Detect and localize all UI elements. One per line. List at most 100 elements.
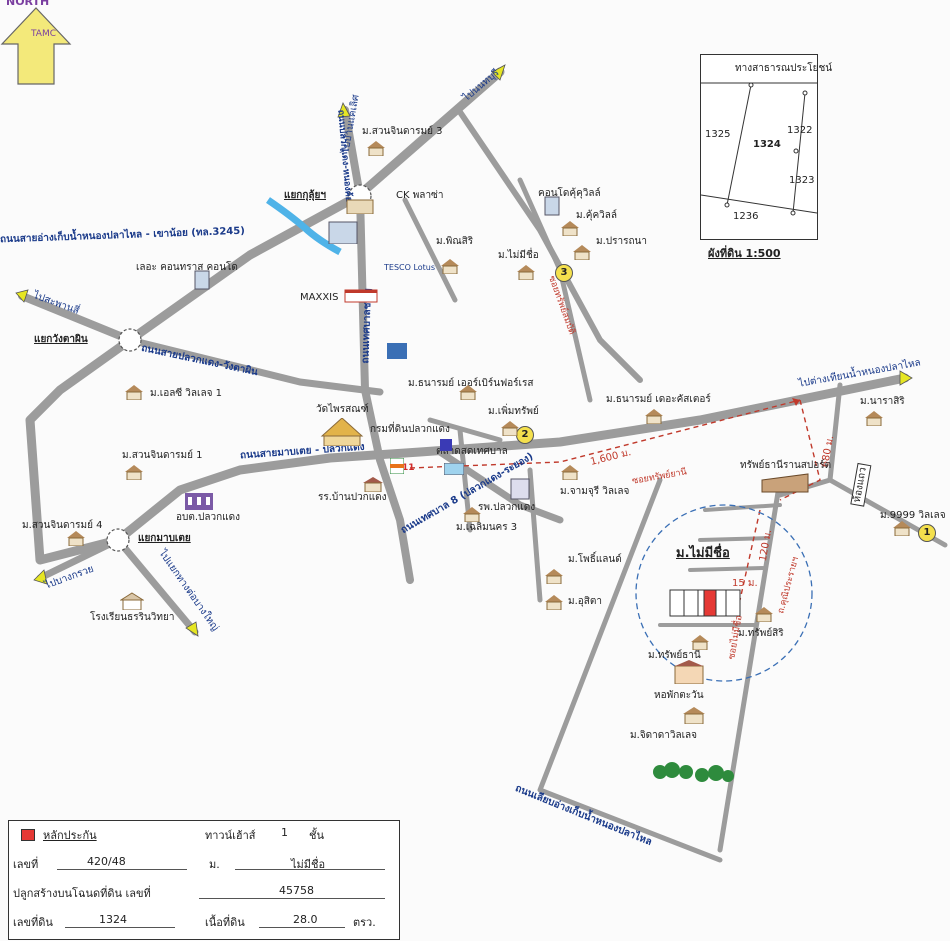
house-icon (124, 464, 144, 481)
road-tessaban8 (436, 448, 564, 524)
house-icon (544, 594, 564, 611)
place-market: ตลาดสดเทศบาล (436, 446, 508, 457)
house-icon (366, 140, 386, 157)
north-label: NORTH (6, 0, 50, 8)
place-school-pluak: รร.บ้านปวกแดง (318, 492, 387, 503)
place-ban-prarana: ม.ปรารถนา (596, 236, 647, 247)
junction-label-kuayin: แยกกุลุ้ยฯ (284, 190, 327, 201)
school-icon (362, 476, 384, 493)
route-line-1600 (409, 399, 801, 469)
plot-neighbor-1322: 1322 (787, 125, 813, 136)
floors: 1 (281, 826, 288, 839)
place-wat-phrai: วัดไพรสณฑ์ (316, 404, 369, 415)
place-ban-kuku: ม.คุ้ควิลล์ (576, 210, 618, 221)
school-icon (119, 592, 145, 611)
parcel-label: เลขที่ดิน (13, 916, 53, 929)
place-ban-thanaram: ม.ธนารมย์ เออร์เบิร์นฟอร์เรส (408, 378, 534, 389)
plot-subject: 1324 (753, 139, 781, 150)
legend-swatch (21, 829, 35, 841)
distance-15: 15 ม. (732, 578, 758, 589)
area-unit: ตรว. (353, 916, 376, 929)
area: 28.0 (293, 913, 318, 926)
road-wang (126, 336, 384, 396)
place-ban-permsap: ม.เพิ่มทรัพย์ (488, 406, 539, 417)
place-ban-lch: ม.เอลซี วิลเลจ 1 (150, 388, 222, 399)
road-mab-southwest (36, 536, 122, 582)
deed-label: ปลูกสร้างบนโฉนดที่ดิน เลขที่ (13, 887, 151, 900)
road-small-3 (527, 467, 543, 603)
plot-road-label: ทางสาธารณประโยชน์ (735, 63, 833, 74)
place-maxxis: MAXXIS (300, 292, 339, 303)
junction-label-mab: แยกมาบเตย (138, 533, 191, 544)
road-mab-southeast (114, 536, 199, 636)
house-icon (572, 244, 592, 261)
place-ban-phisit: ม.พิณสิริ (436, 236, 474, 247)
parcel-no: 1324 (99, 913, 127, 926)
place-ban-sapthani: ม.ทรัพย์ธานี (648, 650, 701, 661)
house-icon (500, 420, 520, 437)
road-east-inner (717, 477, 783, 853)
badge-2: 2 (516, 426, 534, 444)
house-icon (690, 634, 710, 651)
plot-scale: ผังที่ดิน 1:500 (708, 247, 781, 260)
place-ban-maimichue-top: ม.ไม่มีชื่อ (498, 250, 539, 261)
house-icon (544, 568, 564, 585)
subject-townhouse-block (669, 589, 741, 617)
government-office-icon (184, 488, 214, 510)
area-label: เนื้อที่ดิน (205, 916, 245, 929)
house-icon (560, 464, 580, 481)
place-tesco: TESCO Lotus (384, 263, 436, 272)
place-ck-plaza: CK พลาซ่า (396, 190, 444, 201)
place-ban-nara: ม.นาราสิริ (860, 396, 905, 407)
place-ban-thanaram2: ม.ธนารมย์ เดอะคัสเตอร์ (606, 394, 711, 405)
place-ban-jida: ม.จิดาดาวิลเลจ (630, 730, 697, 741)
house-icon (892, 520, 912, 537)
road-west-samrong (18, 292, 134, 344)
collateral-info-box: หลักประกัน ทาวน์เฮ้าส์ 1 ชั้น เลขที่ 420… (8, 820, 400, 940)
arrow-sw (33, 569, 48, 585)
badge-1: 1 (918, 524, 936, 542)
place-sapthani-resort: ทรัพย์ธานีรานสปอร์ต (740, 460, 832, 471)
village-label: ม. (209, 858, 220, 871)
route-line-680 (779, 399, 821, 501)
building-icon (674, 660, 704, 685)
condo-icon (544, 196, 560, 216)
junction-mab (106, 528, 130, 552)
house-icon (864, 410, 884, 427)
subject-area-circle (635, 504, 813, 682)
junction-wang (118, 328, 142, 352)
place-school-rin: โรงเรียนธรรินวิทยา (90, 612, 175, 623)
house-icon (754, 606, 774, 623)
place-ban-jamjuri: ม.จามจุรี วิลเลจ (560, 486, 630, 497)
house-icon (644, 408, 664, 425)
place-ban-chaloem: ม.เฉลิมนคร 3 (456, 522, 518, 533)
house-icon (66, 530, 86, 547)
arrow-kuayin-north (337, 102, 351, 118)
office-icon (440, 436, 452, 451)
house-no: 420/48 (87, 855, 126, 868)
place-hospital: รพ.ปลวกแดง (478, 502, 536, 513)
place-dormitory: หอพักตะวัน (654, 690, 704, 701)
place-amphoe: อบต.ปลวกแดง (176, 512, 240, 523)
legend-label: หลักประกัน (43, 829, 97, 842)
house-icon (124, 384, 144, 401)
tamc-mark: TAMC (31, 30, 56, 39)
temple-icon (318, 417, 366, 447)
deed-no: 45758 (279, 884, 314, 897)
arrow-east (899, 370, 913, 386)
mall-icon (346, 196, 374, 215)
place-subject-village: ม.ไม่มีชื่อ (676, 546, 730, 561)
road-small-1 (402, 197, 458, 303)
hospital-icon (510, 478, 530, 500)
seven-eleven-icon (389, 457, 405, 475)
arrow-samrong (15, 289, 29, 303)
arrow-se (185, 621, 199, 637)
arrow-nonthaburi (491, 64, 506, 81)
road-tessaban-vertical (356, 192, 414, 584)
market-icon (443, 460, 465, 476)
condo-icon (194, 270, 210, 290)
road-east-vertical (827, 382, 843, 483)
house-icon (440, 258, 460, 275)
subject-unit (703, 589, 717, 617)
road-ne-upper (457, 109, 643, 383)
